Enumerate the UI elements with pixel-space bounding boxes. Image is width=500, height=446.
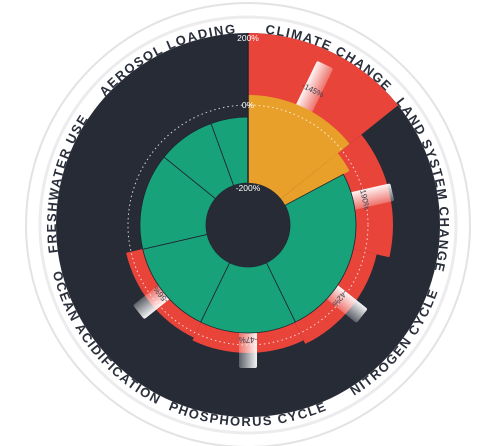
gridlines — [127, 33, 369, 346]
rim-inner-line — [38, 15, 458, 435]
scale-label: 0% — [242, 100, 255, 110]
inner-ring — [139, 95, 357, 334]
grid-circle — [127, 104, 369, 346]
center-hole — [206, 183, 290, 267]
scale-label: 200% — [237, 33, 259, 43]
scale-labels: 200% 0% -200% — [236, 33, 261, 193]
value-label: -47% — [239, 335, 258, 344]
inner-orange — [248, 95, 350, 199]
inner-orange-edge — [280, 153, 350, 206]
scale-label: -200% — [236, 183, 261, 193]
value-highlight — [293, 61, 333, 119]
